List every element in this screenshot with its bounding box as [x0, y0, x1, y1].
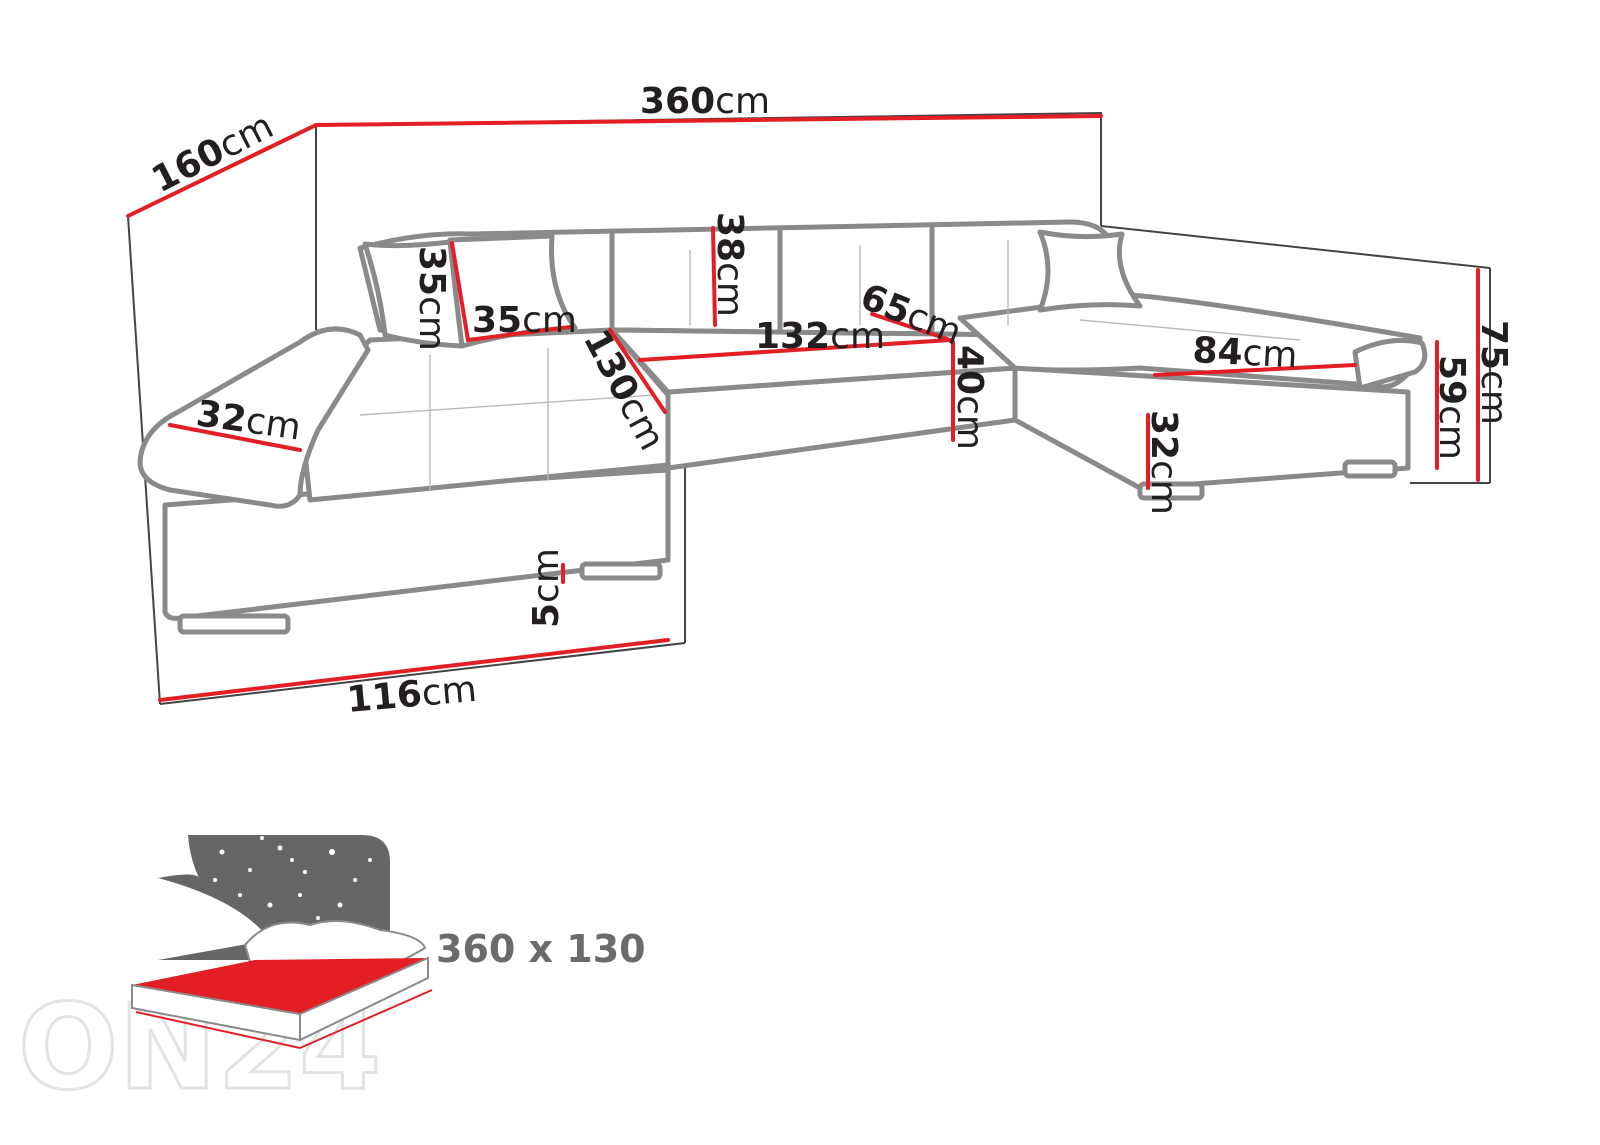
dimension-lines [126, 114, 1480, 702]
dim-armrest-width: 32cm [194, 393, 304, 448]
dim-backrest-height: 38cm [709, 212, 750, 317]
dim-left-width: 116cm [345, 669, 478, 721]
dim-right-seat-depth: 84cm [1192, 330, 1299, 376]
dim-total-height: 75cm [1473, 320, 1514, 425]
dim-base-height: 32cm [1143, 410, 1184, 515]
dimension-labels: 360cm 160cm 35cm 35cm 38cm 65cm 132cm 13… [145, 81, 1514, 721]
sleeping-function-icon [131, 835, 433, 1049]
dim-leg-height: 5cm [526, 548, 567, 628]
dim-cushion-width: 35cm [472, 300, 577, 341]
sofa-outline [137, 219, 1428, 635]
dim-middle-width: 132cm [755, 316, 885, 357]
dim-total-width: 360cm [640, 81, 770, 122]
dim-back-height: 59cm [1431, 355, 1472, 460]
dim-seat-height: 40cm [949, 345, 990, 450]
dim-cushion-height: 35cm [411, 246, 452, 351]
bed-size-label: 360 x 130 [436, 927, 646, 971]
